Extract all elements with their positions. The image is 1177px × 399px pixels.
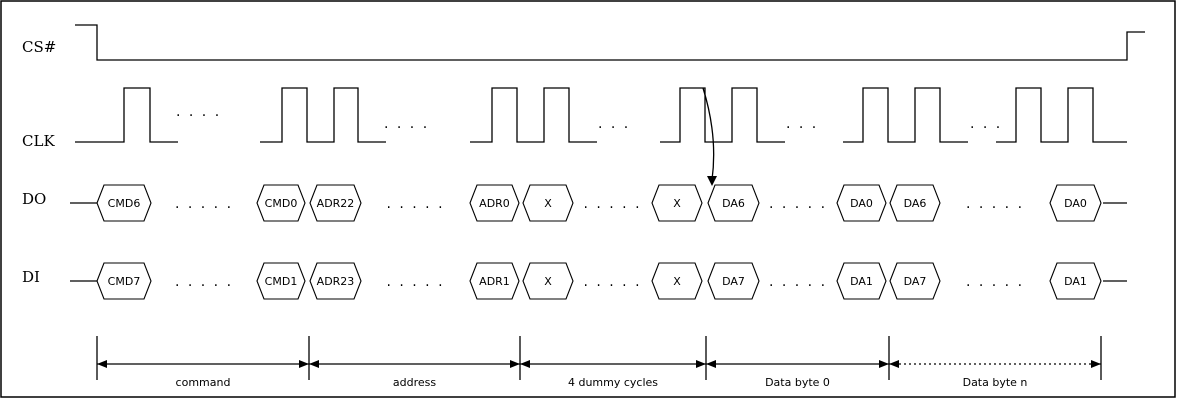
di-cell-9 bbox=[1049, 262, 1102, 300]
clk-ellipsis-1: · · · · bbox=[176, 108, 221, 124]
clk-ellipsis-2: · · · · bbox=[384, 120, 429, 136]
di-cell-label-7: DA1 bbox=[850, 275, 873, 288]
do-cell-2 bbox=[309, 184, 362, 222]
do-cell-label-9: DA0 bbox=[1064, 197, 1087, 210]
do-cell-label-8: DA6 bbox=[904, 197, 927, 210]
di-cell-6 bbox=[707, 262, 760, 300]
clk-waveform: · · · · · · · · · · · · · · · · · bbox=[75, 87, 1127, 143]
di-cell-7 bbox=[836, 262, 887, 300]
do-cell-9 bbox=[1049, 184, 1102, 222]
di-cell-label-2: ADR23 bbox=[317, 275, 355, 288]
di-cell-8 bbox=[889, 262, 941, 300]
clk-ellipsis-5: · · · bbox=[970, 120, 1002, 136]
di-cell-3 bbox=[469, 262, 520, 300]
do-bus: CMD6 CMD0 ADR22 ADR0 X X DA6 DA0 DA6 DA0 . . . . .… bbox=[70, 184, 1127, 222]
do-cell-label-3: ADR0 bbox=[479, 197, 510, 210]
do-cell-6 bbox=[707, 184, 760, 222]
clk-ellipsis-3: · · · bbox=[598, 120, 630, 136]
di-cell-1 bbox=[256, 262, 306, 300]
do-cell-label-5: X bbox=[673, 197, 681, 210]
phase-arrowhead bbox=[879, 360, 889, 368]
do-ellipsis-0: . . . . . bbox=[175, 196, 233, 212]
do-cell-8 bbox=[889, 184, 941, 222]
do-cell-1 bbox=[256, 184, 306, 222]
di-ellipsis-1: . . . . . bbox=[386, 274, 444, 290]
di-cell-label-4: X bbox=[544, 275, 552, 288]
cs-waveform bbox=[75, 24, 1145, 61]
do-cell-label-2: ADR22 bbox=[317, 197, 355, 210]
do-cell-3 bbox=[469, 184, 520, 222]
di-cell-5 bbox=[651, 262, 703, 300]
di-cell-label-8: DA7 bbox=[904, 275, 927, 288]
do-ellipsis-2: . . . . . bbox=[583, 196, 641, 212]
di-ellipsis-3: . . . . . bbox=[769, 274, 827, 290]
clk-to-data-arrow bbox=[702, 87, 717, 186]
do-signal-label: DO bbox=[22, 190, 46, 208]
phase-arrowhead bbox=[309, 360, 319, 368]
clk-signal-label: CLK bbox=[22, 132, 55, 150]
di-cell-label-0: CMD7 bbox=[108, 275, 141, 288]
phase-arrowhead bbox=[97, 360, 107, 368]
di-ellipsis-2: . . . . . bbox=[583, 274, 641, 290]
phase-arrowhead bbox=[510, 360, 520, 368]
do-cell-4 bbox=[522, 184, 574, 222]
do-cell-label-6: DA6 bbox=[722, 197, 745, 210]
cs-signal-label: CS# bbox=[22, 38, 56, 56]
clk-ellipsis-4: · · · bbox=[786, 120, 818, 136]
do-ellipsis-3: . . . . . bbox=[769, 196, 827, 212]
phase-arrowhead bbox=[696, 360, 706, 368]
phase-label-4: Data byte n bbox=[963, 376, 1028, 389]
di-cell-0 bbox=[96, 262, 152, 300]
di-cell-label-6: DA7 bbox=[722, 275, 745, 288]
phase-arrowhead bbox=[1091, 360, 1101, 368]
phase-brackets: command address 4 dummy cycles Data byte 0 D… bbox=[96, 336, 1102, 389]
do-ellipsis-4: . . . . . bbox=[966, 196, 1024, 212]
di-signal-label: DI bbox=[22, 268, 40, 286]
di-bus: CMD7 CMD1 ADR23 ADR1 X X DA7 DA1 DA7 DA1 . . . . .… bbox=[70, 262, 1127, 300]
do-cell-0 bbox=[96, 184, 152, 222]
di-cell-label-5: X bbox=[673, 275, 681, 288]
phase-label-3: Data byte 0 bbox=[765, 376, 830, 389]
phase-label-0: command bbox=[176, 376, 231, 389]
phase-arrowhead bbox=[706, 360, 716, 368]
do-cell-5 bbox=[651, 184, 703, 222]
di-ellipsis-0: . . . . . bbox=[175, 274, 233, 290]
do-cell-label-7: DA0 bbox=[850, 197, 873, 210]
do-cell-label-0: CMD6 bbox=[108, 197, 141, 210]
di-cell-label-9: DA1 bbox=[1064, 275, 1087, 288]
di-cell-4 bbox=[522, 262, 574, 300]
di-ellipsis-4: . . . . . bbox=[966, 274, 1024, 290]
phase-arrowhead bbox=[299, 360, 309, 368]
di-cell-2 bbox=[309, 262, 362, 300]
phase-label-2: 4 dummy cycles bbox=[568, 376, 658, 389]
phase-arrowhead bbox=[889, 360, 899, 368]
phase-arrowhead bbox=[520, 360, 530, 368]
do-cell-label-4: X bbox=[544, 197, 552, 210]
do-cell-7 bbox=[836, 184, 887, 222]
do-ellipsis-1: . . . . . bbox=[386, 196, 444, 212]
do-cell-label-1: CMD0 bbox=[265, 197, 298, 210]
di-cell-label-1: CMD1 bbox=[265, 275, 298, 288]
di-cell-label-3: ADR1 bbox=[479, 275, 510, 288]
phase-label-1: address bbox=[393, 376, 436, 389]
